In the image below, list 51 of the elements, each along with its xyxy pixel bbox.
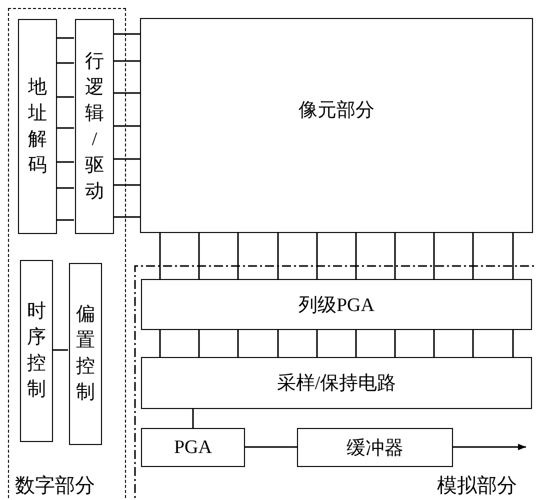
connector-line [277,233,279,279]
block-box: 列级PGA [141,279,532,330]
connector-line [472,330,474,357]
connector-line [355,330,357,357]
block-box: 偏置控制 [69,263,102,445]
connector-line [237,330,239,357]
connector-line [192,409,194,428]
connector-line [472,233,474,279]
block-box: 采样/保持电路 [141,357,532,409]
connector-line [113,216,140,218]
connector-line [245,446,297,448]
connector-line [113,184,140,186]
connector-line [113,33,140,35]
connector-line [316,233,318,279]
connector-line [56,219,74,221]
connector-line [56,62,74,64]
block-box: 时序控制 [20,260,53,442]
connector-line [52,349,68,351]
connector-line [56,127,74,129]
connector-line [394,330,396,357]
connector-line [512,233,514,279]
connector-line [394,233,396,279]
connector-line [113,60,140,62]
block-box: 行逻辑/驱动 [75,19,114,234]
connector-line [237,233,239,279]
connector-line [113,92,140,94]
connector-line [355,233,357,279]
region-label: 模拟部分 [437,475,517,497]
block-box: 缓冲器 [297,428,453,467]
arrow [453,444,526,450]
block-box: PGA [141,428,245,467]
connector-line [198,233,200,279]
connector-line [198,330,200,357]
connector-line [277,330,279,357]
region-frame [134,265,537,500]
connector-line [316,330,318,357]
connector-line [56,161,74,163]
connector-line [512,330,514,357]
connector-line [159,233,161,279]
connector-line [433,330,435,357]
region-frame [8,8,126,500]
connector-line [113,158,140,160]
connector-line [159,330,161,357]
block-box: 地址解码 [18,19,57,234]
connector-line [56,37,74,39]
block-box: 像元部分 [140,18,533,233]
region-label: 数字部分 [15,475,95,497]
connector-line [56,187,74,189]
connector-line [56,96,74,98]
connector-line [433,233,435,279]
connector-line [113,125,140,127]
